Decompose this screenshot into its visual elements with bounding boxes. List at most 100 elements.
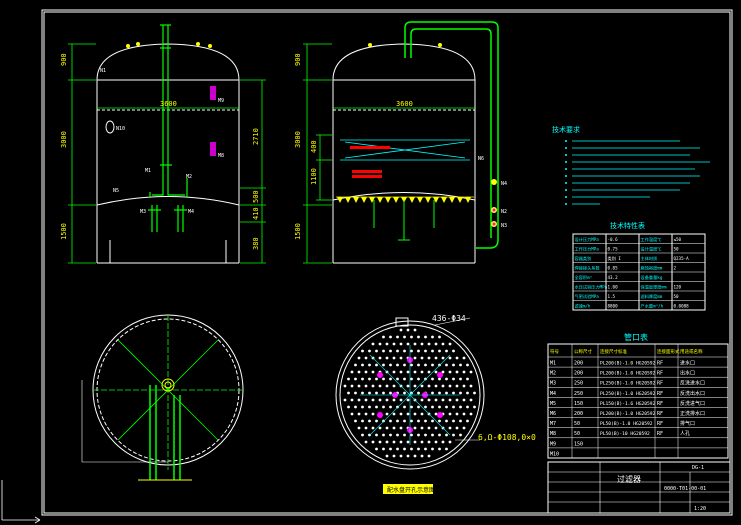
plate-hole (438, 349, 441, 353)
nozzle-spike (361, 197, 367, 203)
nozzle-cell: PL150(B)-1.6 HG20592 (600, 401, 656, 407)
plate-hole (350, 412, 354, 416)
plate-hole (438, 363, 441, 367)
title-block[interactable]: 过滤器 DG-1 0000-T01-00-01 1:20 (547, 461, 731, 514)
plate-hole (434, 370, 438, 374)
plate-hole (431, 363, 434, 367)
plate-hole (385, 454, 389, 458)
plate-hole (434, 426, 438, 430)
plate-hole (406, 370, 410, 374)
plate-hole (448, 384, 452, 388)
nozzle-header-cell: 公称尺寸 (574, 348, 592, 355)
plate-hole (396, 433, 399, 437)
plate-hole (410, 391, 413, 395)
plate-hole (406, 454, 410, 458)
plate-hole (420, 370, 424, 374)
plate-hole (371, 426, 375, 430)
plate-hole (354, 419, 357, 423)
plan-view[interactable] (81, 314, 244, 481)
tech-cell: ≤50 (674, 237, 682, 242)
nozzle-spike (377, 197, 383, 203)
plate-hole (375, 433, 378, 437)
plate-hole (382, 433, 385, 437)
plate-hole (438, 447, 441, 451)
plate-hole (459, 377, 462, 381)
plate-hole (396, 363, 399, 367)
tech-cell: 水压试验压力MPa (575, 284, 608, 291)
nozzle-spike (337, 197, 343, 203)
plate-hole (441, 342, 445, 346)
left-elevation-view[interactable]: 900 3000 1500 3600 2710 500 410 380 M9 M… (60, 24, 266, 264)
plate-hole (389, 447, 392, 451)
plate-hole (420, 440, 424, 444)
nozzle-cell: M9 (550, 441, 556, 447)
left-dim-middle: 3000 (60, 131, 68, 148)
plate-hole (431, 391, 434, 395)
plate-hole (385, 398, 389, 402)
plate-hole (389, 405, 392, 409)
plate-hole (389, 349, 392, 353)
plate-hole (438, 335, 441, 339)
tech-cell: 0.85 (608, 266, 619, 271)
right-elevation-view[interactable]: 900 3000 1500 3600 400 1100 N4 N2 N3 N6 (294, 21, 507, 264)
plate-hole (403, 405, 406, 409)
nozzle-cell: PL250(B)-1.0 HG20592 (600, 391, 656, 397)
plate-hole (452, 363, 455, 367)
plate-hole (417, 363, 420, 367)
plate-hole (357, 412, 361, 416)
plate-hole (350, 384, 354, 388)
plate-hole (462, 426, 466, 430)
plate-hole (410, 447, 413, 451)
plate-hole (378, 342, 382, 346)
plate-hole (354, 377, 357, 381)
plate-hole (368, 405, 371, 409)
nozzle-cell: 200 (574, 371, 583, 377)
nozzle-cell: M6 (550, 411, 556, 417)
plate-hole (357, 370, 361, 374)
plate-hole (417, 377, 420, 381)
plate-hole (396, 335, 399, 339)
nozzle-cell: 人孔 (680, 430, 690, 437)
plate-hole (448, 370, 452, 374)
plate-hole (448, 356, 452, 360)
plate-hole (438, 405, 441, 409)
plate-hole (378, 426, 382, 430)
plate-hole (417, 447, 420, 451)
tech-cell: 类别 I (608, 255, 622, 262)
plate-hole (455, 398, 459, 402)
tag-m3: M3 (140, 209, 146, 215)
tech-cell: 0.0088 (674, 304, 690, 309)
plate-hole (413, 342, 417, 346)
plate-hole (455, 370, 459, 374)
plate-hole (364, 398, 368, 402)
left-dim-right-a: 410 (252, 207, 260, 220)
plate-hole (424, 349, 427, 353)
plate-hole (427, 384, 431, 388)
nozzle-cell: 200 (574, 361, 583, 367)
tech-cell: 43.2 (608, 275, 619, 280)
nozzle-cell: 反洗进水口 (680, 380, 705, 387)
plate-hole (410, 335, 413, 339)
plate-hole (459, 419, 462, 423)
plate-hole (399, 426, 403, 430)
plate-hole (466, 363, 469, 367)
plate-hole (424, 335, 427, 339)
right-dim-bottom: 1500 (294, 223, 302, 240)
plate-hole (371, 370, 375, 374)
distribution-plate-view[interactable]: 436-Φ34 6,Ω-Φ108,0×0 配水盘开孔示意图 (335, 314, 536, 494)
plate-hole (385, 356, 389, 360)
nozzle-spike (465, 197, 471, 203)
tag-m1: M1 (145, 168, 151, 174)
right-dim-width: 3600 (396, 100, 413, 108)
plate-hole (473, 405, 476, 409)
right-dim-a: 400 (310, 140, 318, 153)
tech-cell: 产水量m³/h (641, 303, 664, 310)
tag-n1: N1 (100, 68, 106, 74)
tech-cell: 工作压力MPa (575, 246, 600, 253)
plate-hole (392, 398, 396, 402)
plate-hole (357, 398, 361, 402)
tag-m2: M2 (186, 174, 192, 180)
